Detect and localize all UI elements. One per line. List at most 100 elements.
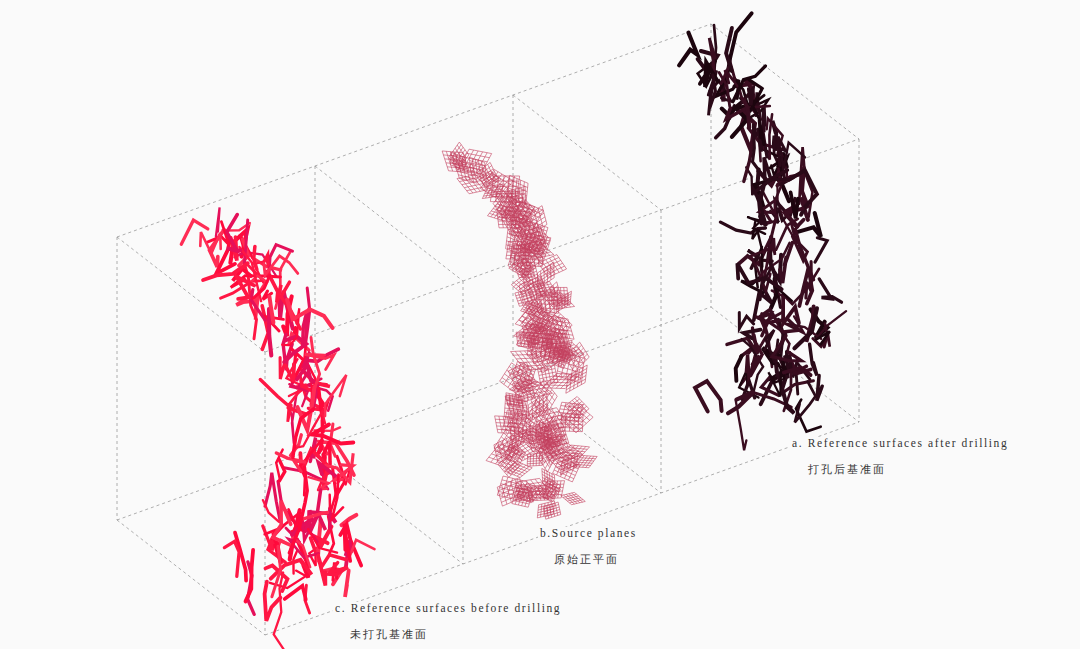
grid-line: [501, 493, 523, 503]
grid-line: [535, 400, 537, 418]
grid-line: [557, 296, 571, 304]
grid-line: [557, 291, 571, 299]
grid-line: [527, 355, 549, 357]
grid-line: [508, 369, 520, 387]
grid-line: [546, 266, 565, 274]
grid-line: [549, 321, 564, 335]
grid-line: [546, 393, 548, 411]
grid-line: [471, 170, 486, 175]
branch: [349, 540, 375, 559]
grid-line: [550, 488, 558, 500]
grid-line: [453, 151, 462, 164]
grid-line: [543, 491, 556, 496]
branch: [311, 338, 320, 391]
grid-line: [477, 172, 485, 188]
grid-line: [561, 492, 575, 495]
branch: [279, 459, 285, 481]
grid-line: [505, 397, 512, 416]
grid-line: [499, 485, 521, 495]
branch: [318, 490, 326, 530]
grid-line: [508, 404, 527, 408]
branch: [345, 570, 349, 597]
grid-line: [544, 263, 563, 271]
grid-line: [522, 365, 545, 366]
grid-line: [509, 235, 527, 238]
grid-line: [469, 157, 471, 174]
branch: [216, 208, 220, 237]
grid-line: [457, 179, 469, 194]
grid-line: [553, 489, 561, 501]
frame-edge: [711, 307, 859, 422]
grid-line: [567, 413, 583, 427]
grid-line: [488, 184, 504, 186]
grid-line: [527, 458, 542, 460]
grid-line: [546, 439, 563, 440]
branch: [272, 546, 281, 596]
grid-line: [543, 269, 544, 285]
grid-line: [475, 159, 477, 176]
grid-plane: [565, 342, 589, 372]
grid-line: [494, 448, 509, 461]
grid-plane: [556, 291, 571, 312]
grid-line: [489, 457, 513, 465]
grid-line: [515, 189, 517, 206]
branch: [308, 529, 337, 553]
branch: [305, 354, 334, 369]
grid-line: [541, 423, 542, 439]
grid-line: [556, 304, 570, 312]
grid-line: [533, 454, 534, 466]
grid-line: [518, 398, 535, 404]
grid-line: [545, 441, 562, 442]
grid-plane: [542, 468, 556, 490]
grid-line: [527, 462, 542, 464]
branch: [246, 550, 254, 602]
grid-line: [550, 334, 552, 356]
branch: [327, 563, 348, 575]
grid-plane: [494, 429, 521, 461]
grid-line: [555, 434, 563, 446]
grid-line: [500, 489, 522, 499]
grid-line: [551, 474, 553, 489]
grid-line: [542, 493, 555, 498]
grid-line: [546, 471, 548, 486]
grid-line: [469, 149, 492, 153]
grid-line: [503, 437, 515, 456]
grid-line: [541, 295, 555, 309]
grid-line: [571, 410, 587, 424]
grid-line: [485, 162, 487, 179]
grid-line: [553, 457, 560, 473]
grid-line: [542, 477, 555, 484]
grid-line: [541, 504, 542, 517]
grid-line: [539, 298, 544, 317]
grid-line: [482, 161, 484, 178]
grid-line: [506, 440, 518, 459]
grid-line: [542, 446, 559, 447]
grid-line: [564, 416, 580, 430]
grid-line: [528, 351, 550, 353]
grid-line: [509, 467, 525, 474]
grid-line: [553, 501, 554, 514]
grid-line: [457, 175, 476, 179]
grid-line: [521, 187, 523, 204]
branch: [312, 425, 353, 444]
grid-line: [576, 417, 593, 433]
frame-edge: [661, 210, 662, 493]
grid-plane: [537, 501, 554, 518]
grid-line: [556, 376, 579, 383]
grid-line: [543, 444, 560, 445]
grid-line: [540, 375, 557, 378]
grid-line: [494, 175, 520, 176]
grid-plane: [507, 411, 535, 441]
grid-line: [543, 484, 556, 491]
grid-line: [545, 486, 553, 498]
grid-line: [496, 444, 511, 457]
grid-line: [537, 265, 553, 276]
grid-line: [509, 408, 528, 412]
grid-line: [562, 296, 563, 309]
grid-line: [519, 277, 534, 279]
grid-plane: [531, 408, 569, 432]
branch: [287, 300, 332, 328]
grid-line: [554, 365, 557, 382]
branch: [289, 467, 307, 553]
grid-line: [515, 293, 520, 306]
